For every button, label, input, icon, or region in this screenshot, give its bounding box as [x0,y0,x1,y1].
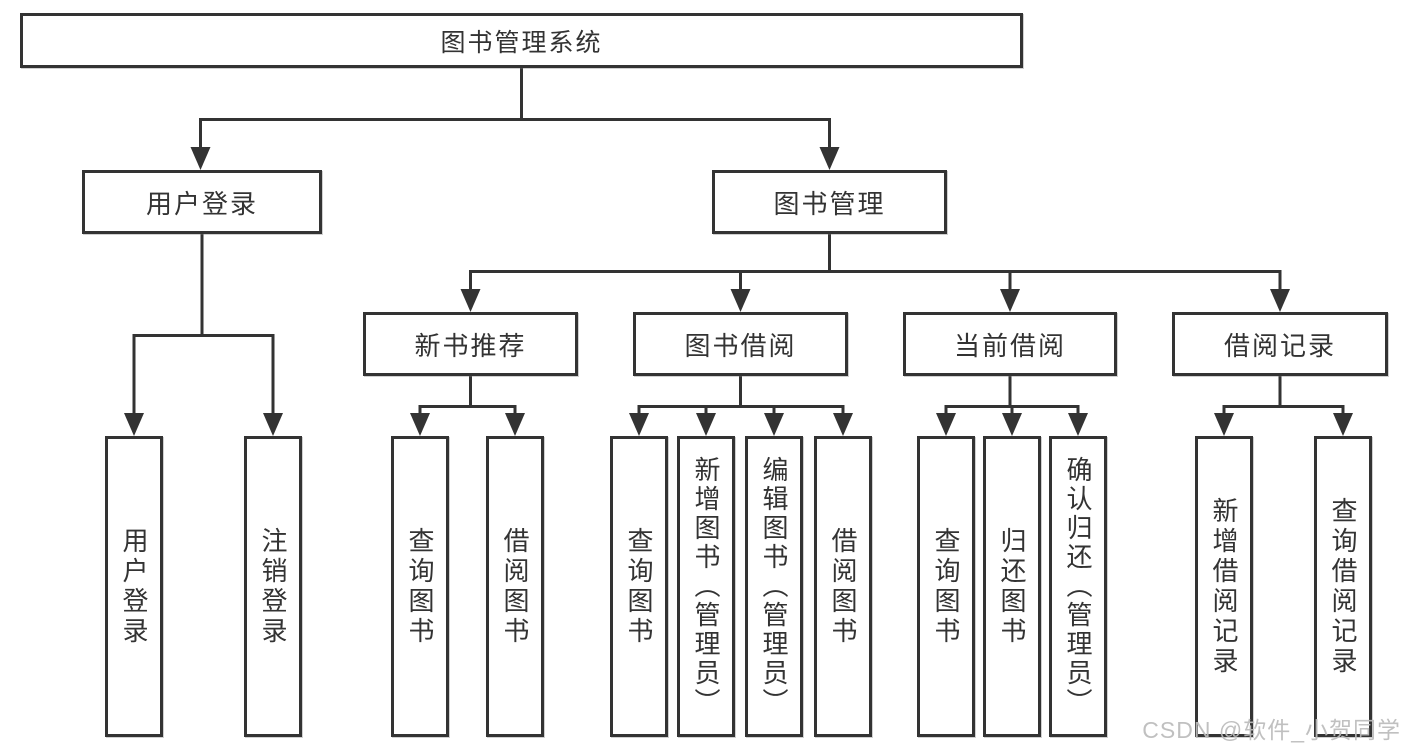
node-label: 查询借阅记录 [1328,496,1358,677]
leaf-borrow-book: 借阅图书 [814,436,872,737]
node-section-borrowing-records: 借阅记录 [1172,312,1388,376]
node-label: 借阅记录 [1223,330,1336,361]
node-label: 用户登录 [119,526,149,647]
leaf-return-book: 归还图书 [983,436,1041,737]
leaf-user-login: 用户登录 [105,436,163,737]
leaf-query-borrow-record: 查询借阅记录 [1314,436,1372,737]
leaf-query-book: 查询图书 [391,436,449,737]
leaf-add-borrow-record: 新增借阅记录 [1195,436,1253,737]
node-label: 查询图书 [931,526,961,647]
leaf-add-book-admin: 新增图书（管理员） [677,436,735,737]
node-section-current-borrowing: 当前借阅 [903,312,1117,376]
node-branch-book-management: 图书管理 [712,170,947,234]
node-label: 新增借阅记录 [1209,496,1239,677]
node-label: 借阅图书 [500,526,530,647]
node-label: 图书管理系统 [440,28,603,57]
node-label: 注销登录 [258,526,288,647]
leaf-logout-login: 注销登录 [244,436,302,737]
node-label: 图书借阅 [684,330,797,361]
leaf-confirm-return-admin: 确认归还（管理员） [1049,436,1107,737]
node-label: 新增图书（管理员） [691,456,721,717]
node-label: 新书推荐 [414,330,527,361]
node-label: 图书管理 [773,188,886,219]
node-label: 编辑图书（管理员） [759,456,789,717]
node-label: 借阅图书 [828,526,858,647]
node-label: 查询图书 [405,526,435,647]
node-root-library-management-system: 图书管理系统 [20,13,1023,68]
node-label: 归还图书 [997,526,1027,647]
leaf-borrow-book: 借阅图书 [486,436,544,737]
csdn-watermark: CSDN @软件_小贺同学 [1142,717,1401,743]
node-label: 确认归还（管理员） [1063,456,1093,717]
leaf-edit-book-admin: 编辑图书（管理员） [745,436,803,737]
leaf-query-book: 查询图书 [610,436,668,737]
node-label: 当前借阅 [953,330,1066,361]
node-section-new-book-recommendation: 新书推荐 [363,312,578,376]
node-section-book-borrowing: 图书借阅 [633,312,848,376]
leaf-query-book: 查询图书 [917,436,975,737]
node-label: 用户登录 [145,188,258,219]
node-label: 查询图书 [624,526,654,647]
node-branch-user-login: 用户登录 [82,170,322,234]
